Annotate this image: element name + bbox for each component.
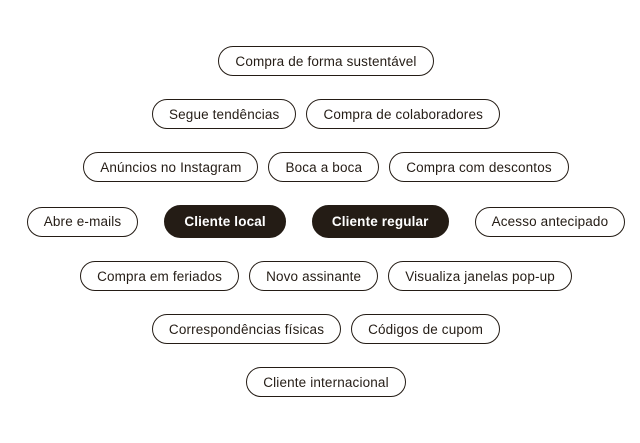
tag-pill[interactable]: Cliente internacional <box>246 367 406 397</box>
tag-pill[interactable]: Anúncios no Instagram <box>83 152 259 182</box>
tag-row: Abre e-mails Cliente local Cliente regul… <box>26 205 626 238</box>
tag-pill[interactable]: Códigos de cupom <box>351 314 501 344</box>
tag-pill[interactable]: Abre e-mails <box>26 206 139 237</box>
tag-pill[interactable]: Compra de forma sustentável <box>218 46 434 76</box>
tag-row: Compra em feriados Novo assinante Visual… <box>80 261 572 291</box>
tag-pill[interactable]: Acesso antecipado <box>474 206 626 237</box>
tag-pill[interactable]: Compra de colaboradores <box>306 99 501 129</box>
tag-pill[interactable]: Correspondências físicas <box>151 314 342 344</box>
tag-row: Cliente internacional <box>246 367 406 397</box>
tag-row: Compra de forma sustentável <box>218 46 434 76</box>
tag-pill[interactable]: Compra com descontos <box>389 152 569 182</box>
tag-pill-selected[interactable]: Cliente local <box>164 205 286 238</box>
tag-pill[interactable]: Segue tendências <box>151 99 297 129</box>
tag-pill[interactable]: Visualiza janelas pop-up <box>388 261 572 291</box>
tag-row: Segue tendências Compra de colaboradores <box>151 99 501 129</box>
tag-pill[interactable]: Novo assinante <box>249 261 379 291</box>
tag-pill-selected[interactable]: Cliente regular <box>311 205 449 238</box>
tag-pill[interactable]: Boca a boca <box>268 152 380 182</box>
tag-row: Correspondências físicas Códigos de cupo… <box>151 314 501 344</box>
tag-pill[interactable]: Compra em feriados <box>80 261 240 291</box>
tag-row: Anúncios no Instagram Boca a boca Compra… <box>83 152 569 182</box>
